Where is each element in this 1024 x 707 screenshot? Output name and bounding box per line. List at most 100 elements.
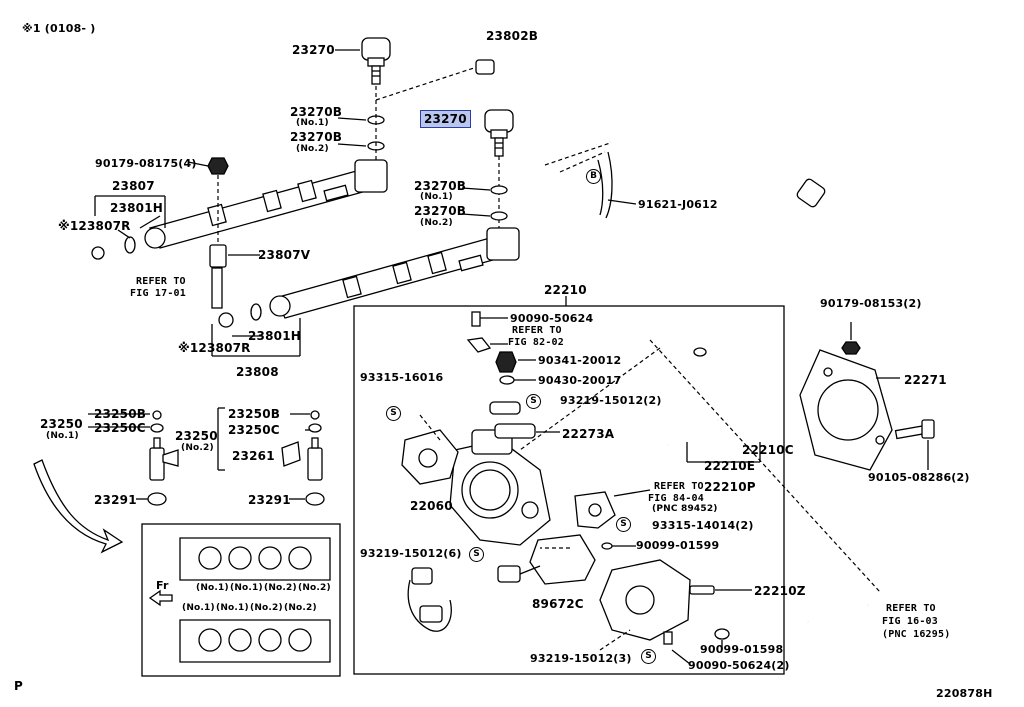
label-23291-left[interactable]: 23291: [94, 493, 137, 507]
label-23250-left[interactable]: 23250: [40, 417, 83, 431]
gasket-bot-label-4: (No.2): [284, 603, 317, 613]
gasket-ring-top: [124, 236, 136, 254]
fuel-rail-top: [144, 159, 388, 249]
label-90179-08153[interactable]: 90179-08153(2): [820, 297, 922, 310]
label-pnc-16295: (PNC 16295): [882, 629, 951, 640]
label-23270B-no1-top[interactable]: 23270B: [290, 105, 343, 119]
gasket-top-label-4: (No.2): [298, 583, 331, 593]
throttle-body-box: [353, 305, 785, 675]
refer-to-82: REFER TO: [512, 325, 562, 336]
label-93315-14014[interactable]: 93315-14014(2): [652, 519, 754, 532]
fuel-pipe: [475, 59, 826, 219]
label-23808[interactable]: 23808: [236, 365, 279, 379]
front-arrow: [148, 589, 173, 607]
front-label: Fr: [156, 579, 169, 592]
s-badge-93219-2: S: [526, 394, 541, 409]
throttle-body: [449, 429, 551, 546]
header-note: ※1 (0108- ): [22, 22, 96, 35]
label-93219-15012-2[interactable]: 93219-15012(2): [560, 394, 662, 407]
idle-speed-control-valve: [497, 534, 596, 585]
label-fig-82-02[interactable]: FIG 82-02: [508, 337, 564, 348]
label-fig-84-04[interactable]: FIG 84-04: [648, 493, 704, 504]
label-no2-c: (No.2): [181, 443, 214, 453]
gasket-bot-label-2: (No.1): [216, 603, 249, 613]
label-22210P[interactable]: 22210P: [704, 480, 756, 494]
label-23270-top[interactable]: 23270: [292, 43, 335, 57]
label-22210C[interactable]: 22210C: [742, 443, 794, 457]
label-90341-20012[interactable]: 90341-20012: [538, 354, 622, 367]
bolt-90090-bottom: [663, 631, 673, 645]
label-90090-50624-top[interactable]: 90090-50624: [510, 312, 594, 325]
label-90179-08175[interactable]: 90179-08175(4): [95, 157, 197, 170]
gasket-ring-bottom: [250, 303, 262, 321]
label-no1-a: (No.1): [296, 118, 329, 128]
label-no2-b: (No.2): [420, 218, 453, 228]
label-93219-15012-6[interactable]: 93219-15012(6): [360, 547, 462, 560]
label-23802B[interactable]: 23802B: [486, 29, 539, 43]
air-valve-assembly: [599, 559, 715, 641]
arrow-to-gasket: [33, 459, 124, 554]
label-23807V[interactable]: 23807V: [258, 248, 311, 262]
label-22271[interactable]: 22271: [904, 373, 947, 387]
label-22273A[interactable]: 22273A: [562, 427, 615, 441]
label-23250B-left[interactable]: 23250B: [94, 407, 147, 421]
gasket-22273A-a: [489, 401, 521, 415]
s-badge-93219-6: S: [469, 547, 484, 562]
sensor-89452: [574, 491, 616, 529]
label-23270B-no2-mid[interactable]: 23270B: [414, 204, 467, 218]
b-badge-clamp: B: [586, 169, 601, 184]
label-23270-highlighted[interactable]: 23270: [420, 110, 471, 128]
footer-left: P: [14, 679, 23, 693]
label-90090-50624-2[interactable]: 90090-50624(2): [688, 659, 790, 672]
plug-90341: [495, 351, 517, 373]
label-123807R-top[interactable]: ※123807R: [58, 219, 131, 233]
gasket-22271: [799, 349, 893, 471]
washer-no1-mid: [490, 185, 508, 195]
label-22210Z[interactable]: 22210Z: [754, 584, 806, 598]
label-123807R-bottom[interactable]: ※123807R: [178, 341, 251, 355]
label-23291-right[interactable]: 23291: [248, 493, 291, 507]
nut-90179-08153: [841, 341, 861, 355]
label-fig-17-01[interactable]: FIG 17-01: [130, 288, 186, 299]
refer-to-16: REFER TO: [886, 603, 936, 614]
label-90105-08286[interactable]: 90105-08286(2): [868, 471, 970, 484]
label-23270B-no1-mid[interactable]: 23270B: [414, 179, 467, 193]
label-23801H-bottom[interactable]: 23801H: [248, 329, 301, 343]
label-91621-J0612[interactable]: 91621-J0612: [638, 198, 718, 211]
pressure-regulator-top: [361, 37, 391, 85]
label-93219-15012-3[interactable]: 93219-15012(3): [530, 652, 632, 665]
label-23250C-right[interactable]: 23250C: [228, 423, 280, 437]
label-23261[interactable]: 23261: [232, 449, 275, 463]
label-89672C[interactable]: 89672C: [532, 597, 584, 611]
injector-right: [281, 410, 325, 506]
spacer-23807V: [209, 244, 227, 268]
gasket-bottom: [179, 619, 331, 663]
label-pnc-89452: (PNC 89452): [652, 504, 718, 514]
label-90430-20017[interactable]: 90430-20017: [538, 374, 622, 387]
gasket-90430: [499, 375, 515, 385]
throttle-position-sensor: [401, 429, 459, 485]
refer-to-17: REFER TO: [136, 276, 186, 287]
hose-22210C: [699, 359, 743, 426]
label-22210[interactable]: 22210: [544, 283, 587, 297]
bolt-90105: [894, 419, 935, 440]
label-90099-01598[interactable]: 90099-01598: [700, 643, 784, 656]
label-23250-right[interactable]: 23250: [175, 429, 218, 443]
label-23801H-top[interactable]: 23801H: [110, 201, 163, 215]
bolt-90090-top: [471, 311, 481, 327]
label-90099-01599[interactable]: 90099-01599: [636, 539, 720, 552]
gasket-top-label-2: (No.1): [230, 583, 263, 593]
label-23250C-left[interactable]: 23250C: [94, 421, 146, 435]
label-23807[interactable]: 23807: [112, 179, 155, 193]
gasket-bot-label-3: (No.2): [250, 603, 283, 613]
label-23270B-no2-top[interactable]: 23270B: [290, 130, 343, 144]
label-93315-16016[interactable]: 93315-16016: [360, 371, 444, 384]
washer-no2-mid: [490, 211, 508, 221]
label-23250B-right[interactable]: 23250B: [228, 407, 281, 421]
gasket-bot-label-1: (No.1): [182, 603, 215, 613]
label-22060[interactable]: 22060: [410, 499, 453, 513]
label-fig-16-03[interactable]: FIG 16-03: [882, 616, 938, 627]
label-22210E[interactable]: 22210E: [704, 459, 756, 473]
